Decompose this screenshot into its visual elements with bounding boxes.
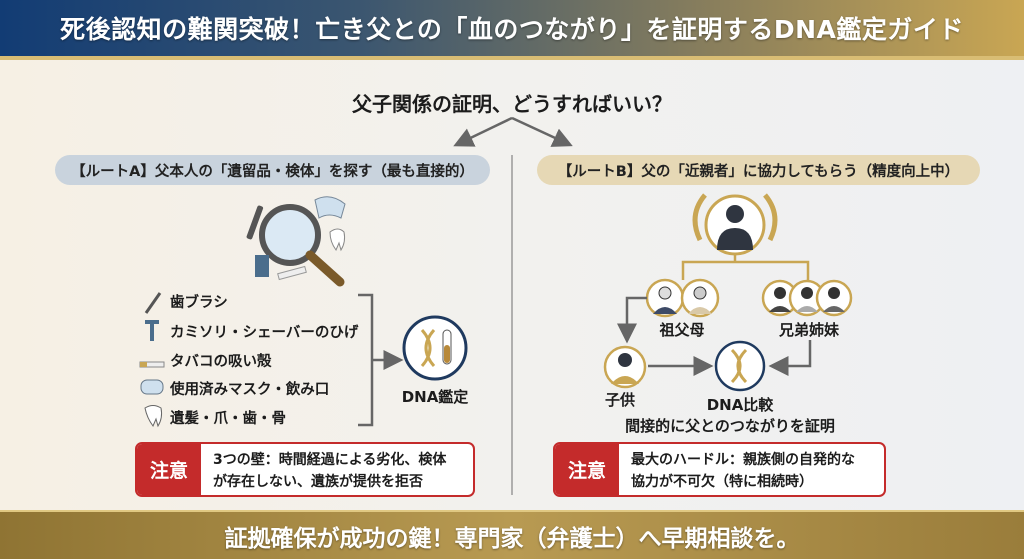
caution-tag: 注意 — [137, 444, 201, 495]
route-b-label: 【ルートB】父の「近親者」に協力してもらう（精度向上中） — [537, 155, 980, 185]
page-title: 死後認知の難関突破！亡き父との「血のつながり」を証明するDNA鑑定ガイド — [60, 15, 964, 44]
question-heading: 父子関係の証明、どうすればいい？ — [352, 92, 672, 116]
footer-text: 証拠確保が成功の鍵！専門家（弁護士）へ早期相談を。 — [224, 525, 800, 552]
caution-text: 3つの壁：時間経過による劣化、検体 — [213, 452, 447, 468]
route-a-caution: 注意 3つの壁：時間経過による劣化、検体が存在しない、遺族が提供を拒否 — [135, 442, 475, 497]
evidence-item: タバコの吸い殻 — [170, 354, 272, 370]
magnifier-evidence-icon — [246, 196, 346, 287]
evidence-item: 遺髪・爪・歯・骨 — [170, 411, 286, 427]
caution-text: 最大のハードル：親族側の自発的な — [631, 452, 855, 468]
siblings-icon — [761, 279, 853, 317]
route-a-label: 【ルートA】父本人の「遺留品・検体」を探す（最も直接的） — [55, 155, 490, 185]
child-icon — [603, 345, 647, 389]
header-banner: 死後認知の難関突破！亡き父との「血のつながり」を証明するDNA鑑定ガイド — [0, 0, 1024, 60]
dna-test-label: DNA鑑定 — [401, 388, 469, 406]
footer-banner: 証拠確保が成功の鍵！専門家（弁護士）へ早期相談を。 — [0, 510, 1024, 559]
child-label: 子供 — [604, 391, 635, 409]
caution-text: 協力が不可欠（特に相続時） — [631, 474, 813, 490]
caution-tag: 注意 — [555, 444, 619, 495]
siblings-label: 兄弟姉妹 — [778, 321, 839, 339]
evidence-item: カミソリ・シェーバーのひげ — [170, 325, 359, 341]
mask-icon — [140, 379, 164, 395]
grandparents-icon — [645, 278, 720, 318]
grandparents-label: 祖父母 — [659, 321, 705, 339]
cigarette-icon — [139, 361, 165, 368]
evidence-item: 使用済みマスク・飲み口 — [170, 382, 330, 398]
dna-compare-subtext: 間接的に父とのつながりを証明 — [625, 417, 835, 435]
razor-icon — [145, 320, 159, 341]
branch-arrows — [453, 116, 573, 147]
tree-lines — [681, 254, 810, 280]
evidence-item: 歯ブラシ — [170, 295, 228, 311]
dna-compare-icon — [714, 340, 766, 392]
tooth-icon — [144, 405, 163, 428]
bracket — [358, 293, 374, 427]
route-b-caution: 注意 最大のハードル：親族側の自発的な協力が不可欠（特に相続時） — [553, 442, 886, 497]
dna-compare-label: DNA比較 — [706, 396, 774, 414]
dna-test-icon — [402, 315, 468, 381]
toothbrush-icon — [144, 292, 162, 314]
caution-text: が存在しない、遺族が提供を拒否 — [213, 474, 423, 490]
father-icon — [692, 193, 778, 256]
